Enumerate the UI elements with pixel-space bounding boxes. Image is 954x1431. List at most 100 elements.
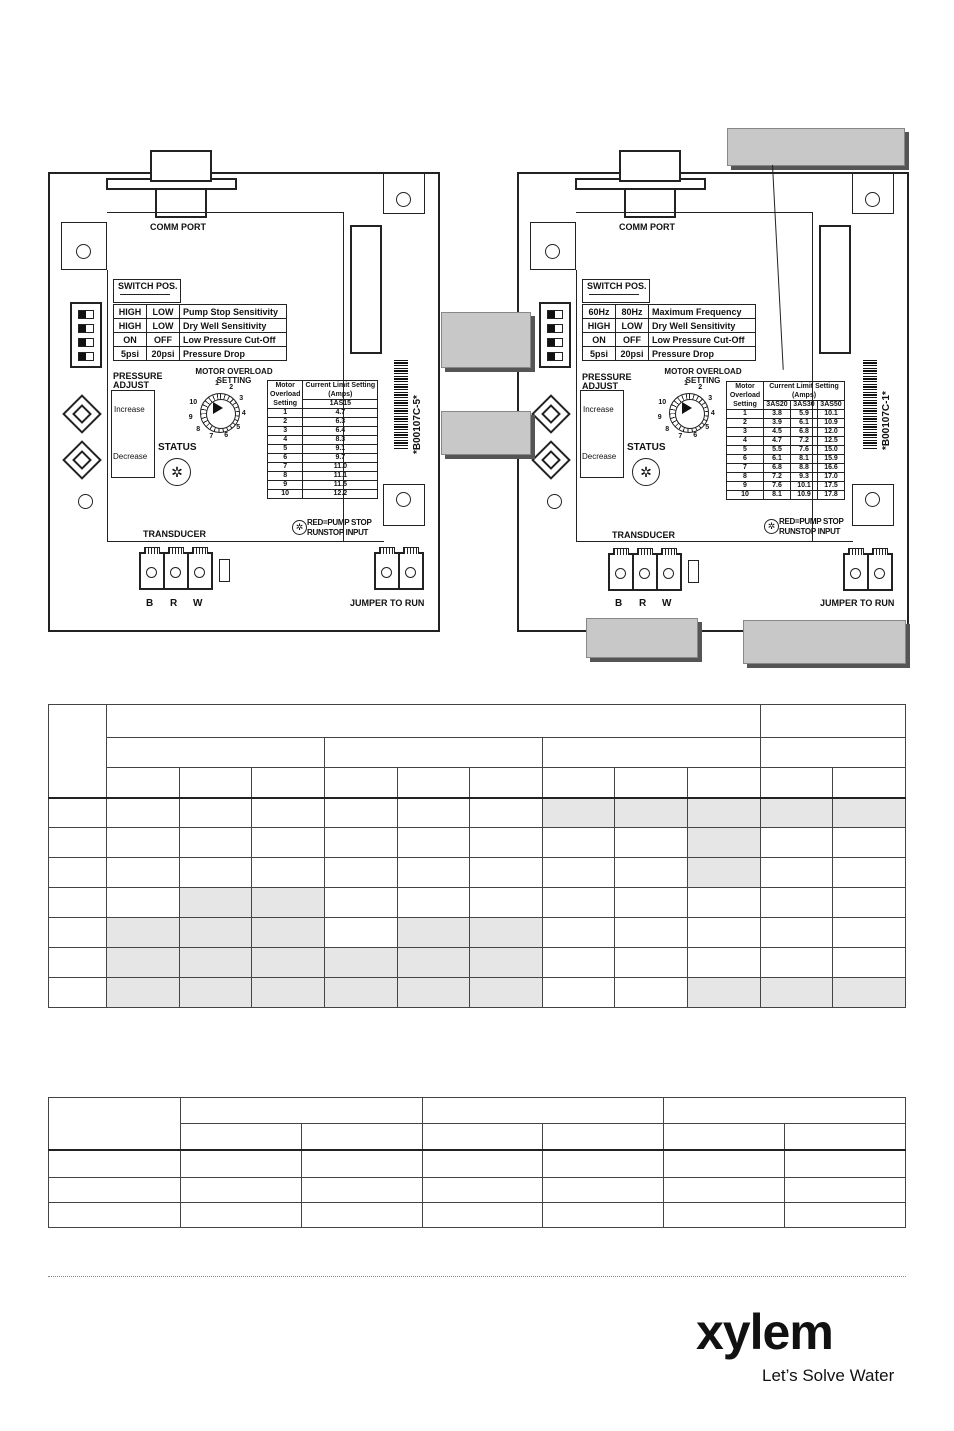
inner-line [576,541,853,542]
mo-cell: 3 [726,427,764,437]
grid2-header-cell [421,1097,665,1124]
grid-cell [759,857,834,888]
comm-port-top [619,150,681,182]
grid-cell [323,947,398,978]
mo-head: Current Limit Setting (Amps) [302,380,379,400]
mo-cell: 6.4 [302,426,379,436]
mo-cell: 9.1 [302,444,379,454]
barcode [863,360,877,450]
mo-cell: 11.5 [302,480,379,490]
transducer-label: TRANSDUCER [612,530,675,540]
mo-cell: 8.1 [790,454,818,464]
jumper-terminal-1[interactable] [843,548,869,591]
jumper-terminal-2[interactable] [867,548,893,591]
mo-cell: 6 [726,454,764,464]
grid2-cell [663,1202,786,1228]
grid-row-head [48,977,107,1008]
mo-cell: 7.6 [763,481,791,491]
grid-cell [251,827,325,858]
dial-number: 2 [229,384,234,392]
grid-cell [759,827,834,858]
terminal-w[interactable] [187,547,213,590]
grid2-cell [421,1177,544,1203]
switch-a: ON [113,332,147,347]
mo-cell: 10.9 [817,418,845,428]
mo-cell: 7.2 [790,436,818,446]
jumper-terminal-1[interactable] [374,547,400,590]
mo-cell: 6.1 [790,418,818,428]
barcode-text: *B00107C-5* [412,395,423,454]
terminal-w[interactable] [656,548,682,591]
grid2-cell [784,1149,906,1178]
motor-overload-label: MOTOR OVERLOAD SETTING [195,367,273,385]
mo-cell: 5 [726,445,764,455]
grid-row [48,917,906,948]
switch-pos-header: SWITCH POS. [113,279,181,303]
grid-cell [832,797,906,828]
grid2-cell [48,1149,181,1178]
grid-cell [541,947,616,978]
mo-cell: 4.7 [763,436,791,446]
dip-switch[interactable] [539,302,571,368]
grid-cell [541,887,616,918]
terminal-b[interactable] [139,547,165,590]
mo-cell: 4 [726,436,764,446]
grid-cell [323,917,398,948]
red-pump-stop-label: RED=PUMP STOP [307,518,372,527]
motor-overload-dial[interactable] [200,393,240,433]
red-pump-stop-label: RED=PUMP STOP [779,517,844,526]
terminal-r-label: R [170,598,178,609]
pressure-adjust-box [111,390,155,478]
grid-cell [469,917,543,948]
mo-cell: 3.9 [763,418,791,428]
terminal-b[interactable] [608,548,634,591]
grid-cell [106,917,180,948]
terminal-r[interactable] [163,547,189,590]
inner-line [812,212,853,542]
grid-col-cell [832,767,906,798]
grid-row [48,947,906,978]
switch-a: 5psi [113,346,147,361]
mo-cell: 6.8 [790,427,818,437]
grid-cell [759,887,834,918]
switch-a: 5psi [582,346,616,361]
dial-number: 7 [678,433,683,441]
callout-box-adjust [441,411,531,455]
red-led-icon: ✲ [764,519,779,534]
grid-cell [106,857,180,888]
mo-cell: 7 [726,463,764,473]
dial-number: 5 [236,423,241,431]
grid-corner-cell [48,704,107,798]
dial-number: 10 [189,398,198,406]
switch-label: Maximum Frequency [648,304,756,319]
mo-cell: 1 [266,408,304,418]
grid-cell [178,827,253,858]
grid-cell [614,947,688,978]
motor-overload-dial[interactable] [669,393,709,433]
mo-cell: 4 [266,435,304,445]
grid-col-cell [687,767,761,798]
grid-cell [614,887,688,918]
dial-number: 5 [705,423,710,431]
mo-cell: 5.9 [790,409,818,419]
comm-port-top [150,150,212,182]
terminal-r[interactable] [632,548,658,591]
dotted-divider [48,1276,906,1277]
jumper-terminal-2[interactable] [398,547,424,590]
dip-switch[interactable] [70,302,102,368]
grid-col-cell [759,767,834,798]
grid-cell [251,917,325,948]
switch-a: ON [582,332,616,347]
decrease-label: Decrease [113,452,148,461]
mo-cell: 1 [726,409,764,419]
